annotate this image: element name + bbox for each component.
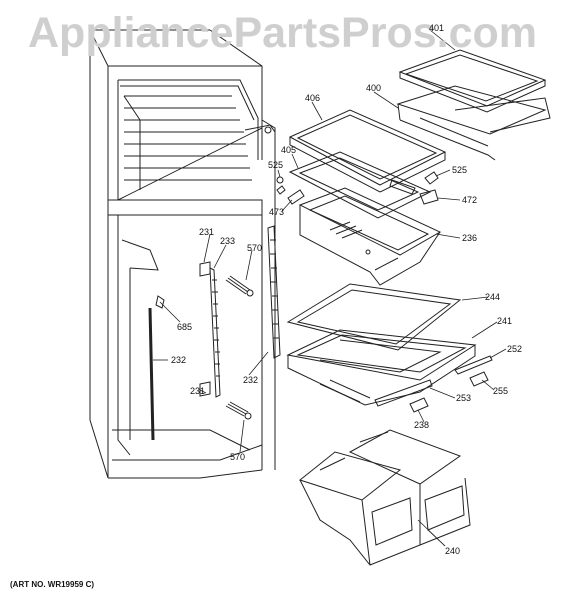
part-472 [419,189,439,205]
callout-685: 685 [177,322,193,332]
callout-238: 238 [414,420,430,430]
callout-236: 236 [462,233,478,243]
callout-400: 400 [366,83,382,93]
leader-lines [153,29,507,547]
art-number: (ART NO. WR19959 C) [10,580,95,589]
callout-473: 473 [269,207,285,217]
callout-472: 472 [462,195,478,205]
screw-570 [225,275,254,420]
part-253 [374,379,433,407]
callout-244: 244 [485,292,501,302]
callout-525-left: 525 [268,160,284,170]
callout-252: 252 [507,344,523,354]
cover-244 [286,283,462,351]
clip-231 [199,261,211,397]
crisper-drawer-240 [298,429,471,566]
callout-232-right: 232 [243,375,259,385]
refrigerator-cabinet [89,29,276,479]
shelf-400 [396,85,547,161]
shelf-406 [288,109,447,193]
callout-253: 253 [456,393,472,403]
callout-570-bottom: 570 [230,452,246,462]
shelf-ladder-233 [209,267,221,398]
watermark-logo: AppliancePartsPros.com [28,9,538,57]
part-252 [454,355,493,375]
callout-231-bottom: 231 [190,386,206,396]
callout-240: 240 [445,546,461,556]
callout-405: 405 [281,145,297,155]
callout-406: 406 [305,93,321,103]
callout-401: 401 [429,23,445,33]
callout-241: 241 [497,316,513,326]
frame-241 [286,329,477,406]
callout-231-top: 231 [199,227,215,237]
part-255 [469,371,489,387]
shelf-ladder-232 [267,225,281,359]
frame-405 [288,151,432,219]
drawer-236 [298,187,442,286]
part-238 [409,397,429,413]
callout-233: 233 [220,236,236,246]
callout-570-top: 570 [247,243,263,253]
shelf-401 [398,49,551,133]
callout-525-right: 525 [452,165,468,175]
callout-232-left: 232 [171,355,187,365]
callout-255: 255 [493,386,509,396]
